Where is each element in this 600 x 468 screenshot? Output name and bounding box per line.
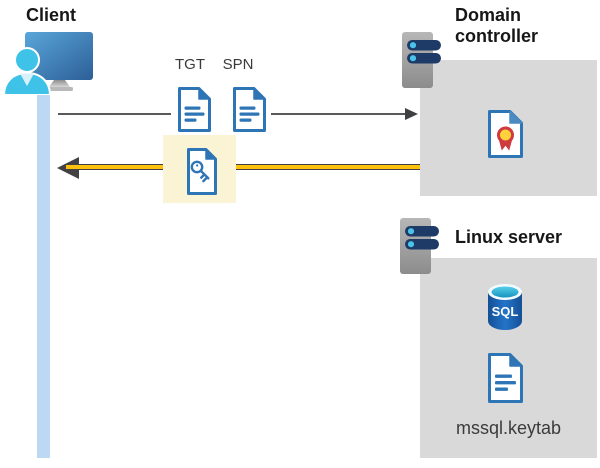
request-arrowhead-icon [405,108,418,120]
client-workstation-icon [2,32,93,95]
linux-server-icon [400,218,439,274]
request-arrow-line-right [271,113,406,115]
tgt-label: TGT [175,56,205,73]
certificate-icon [488,110,523,158]
key-ticket-document-icon [187,148,217,195]
spn-document-icon [233,87,266,132]
sql-icon-text: SQL [492,304,519,319]
domain-controller-label: Domain controller [455,5,539,46]
spn-label: SPN [222,56,254,73]
domain-controller-server-icon [402,32,441,88]
response-arrow-line [66,164,420,170]
tgt-document-icon [178,87,211,132]
keytab-document-icon [488,353,523,403]
linux-server-label: Linux server [455,227,563,247]
sql-database-icon: SQL [488,284,522,330]
client-timeline-bar [37,91,50,458]
client-label: Client [26,5,77,25]
keytab-filename-label: mssql.keytab [455,418,562,438]
request-arrow-line-left [58,113,171,115]
